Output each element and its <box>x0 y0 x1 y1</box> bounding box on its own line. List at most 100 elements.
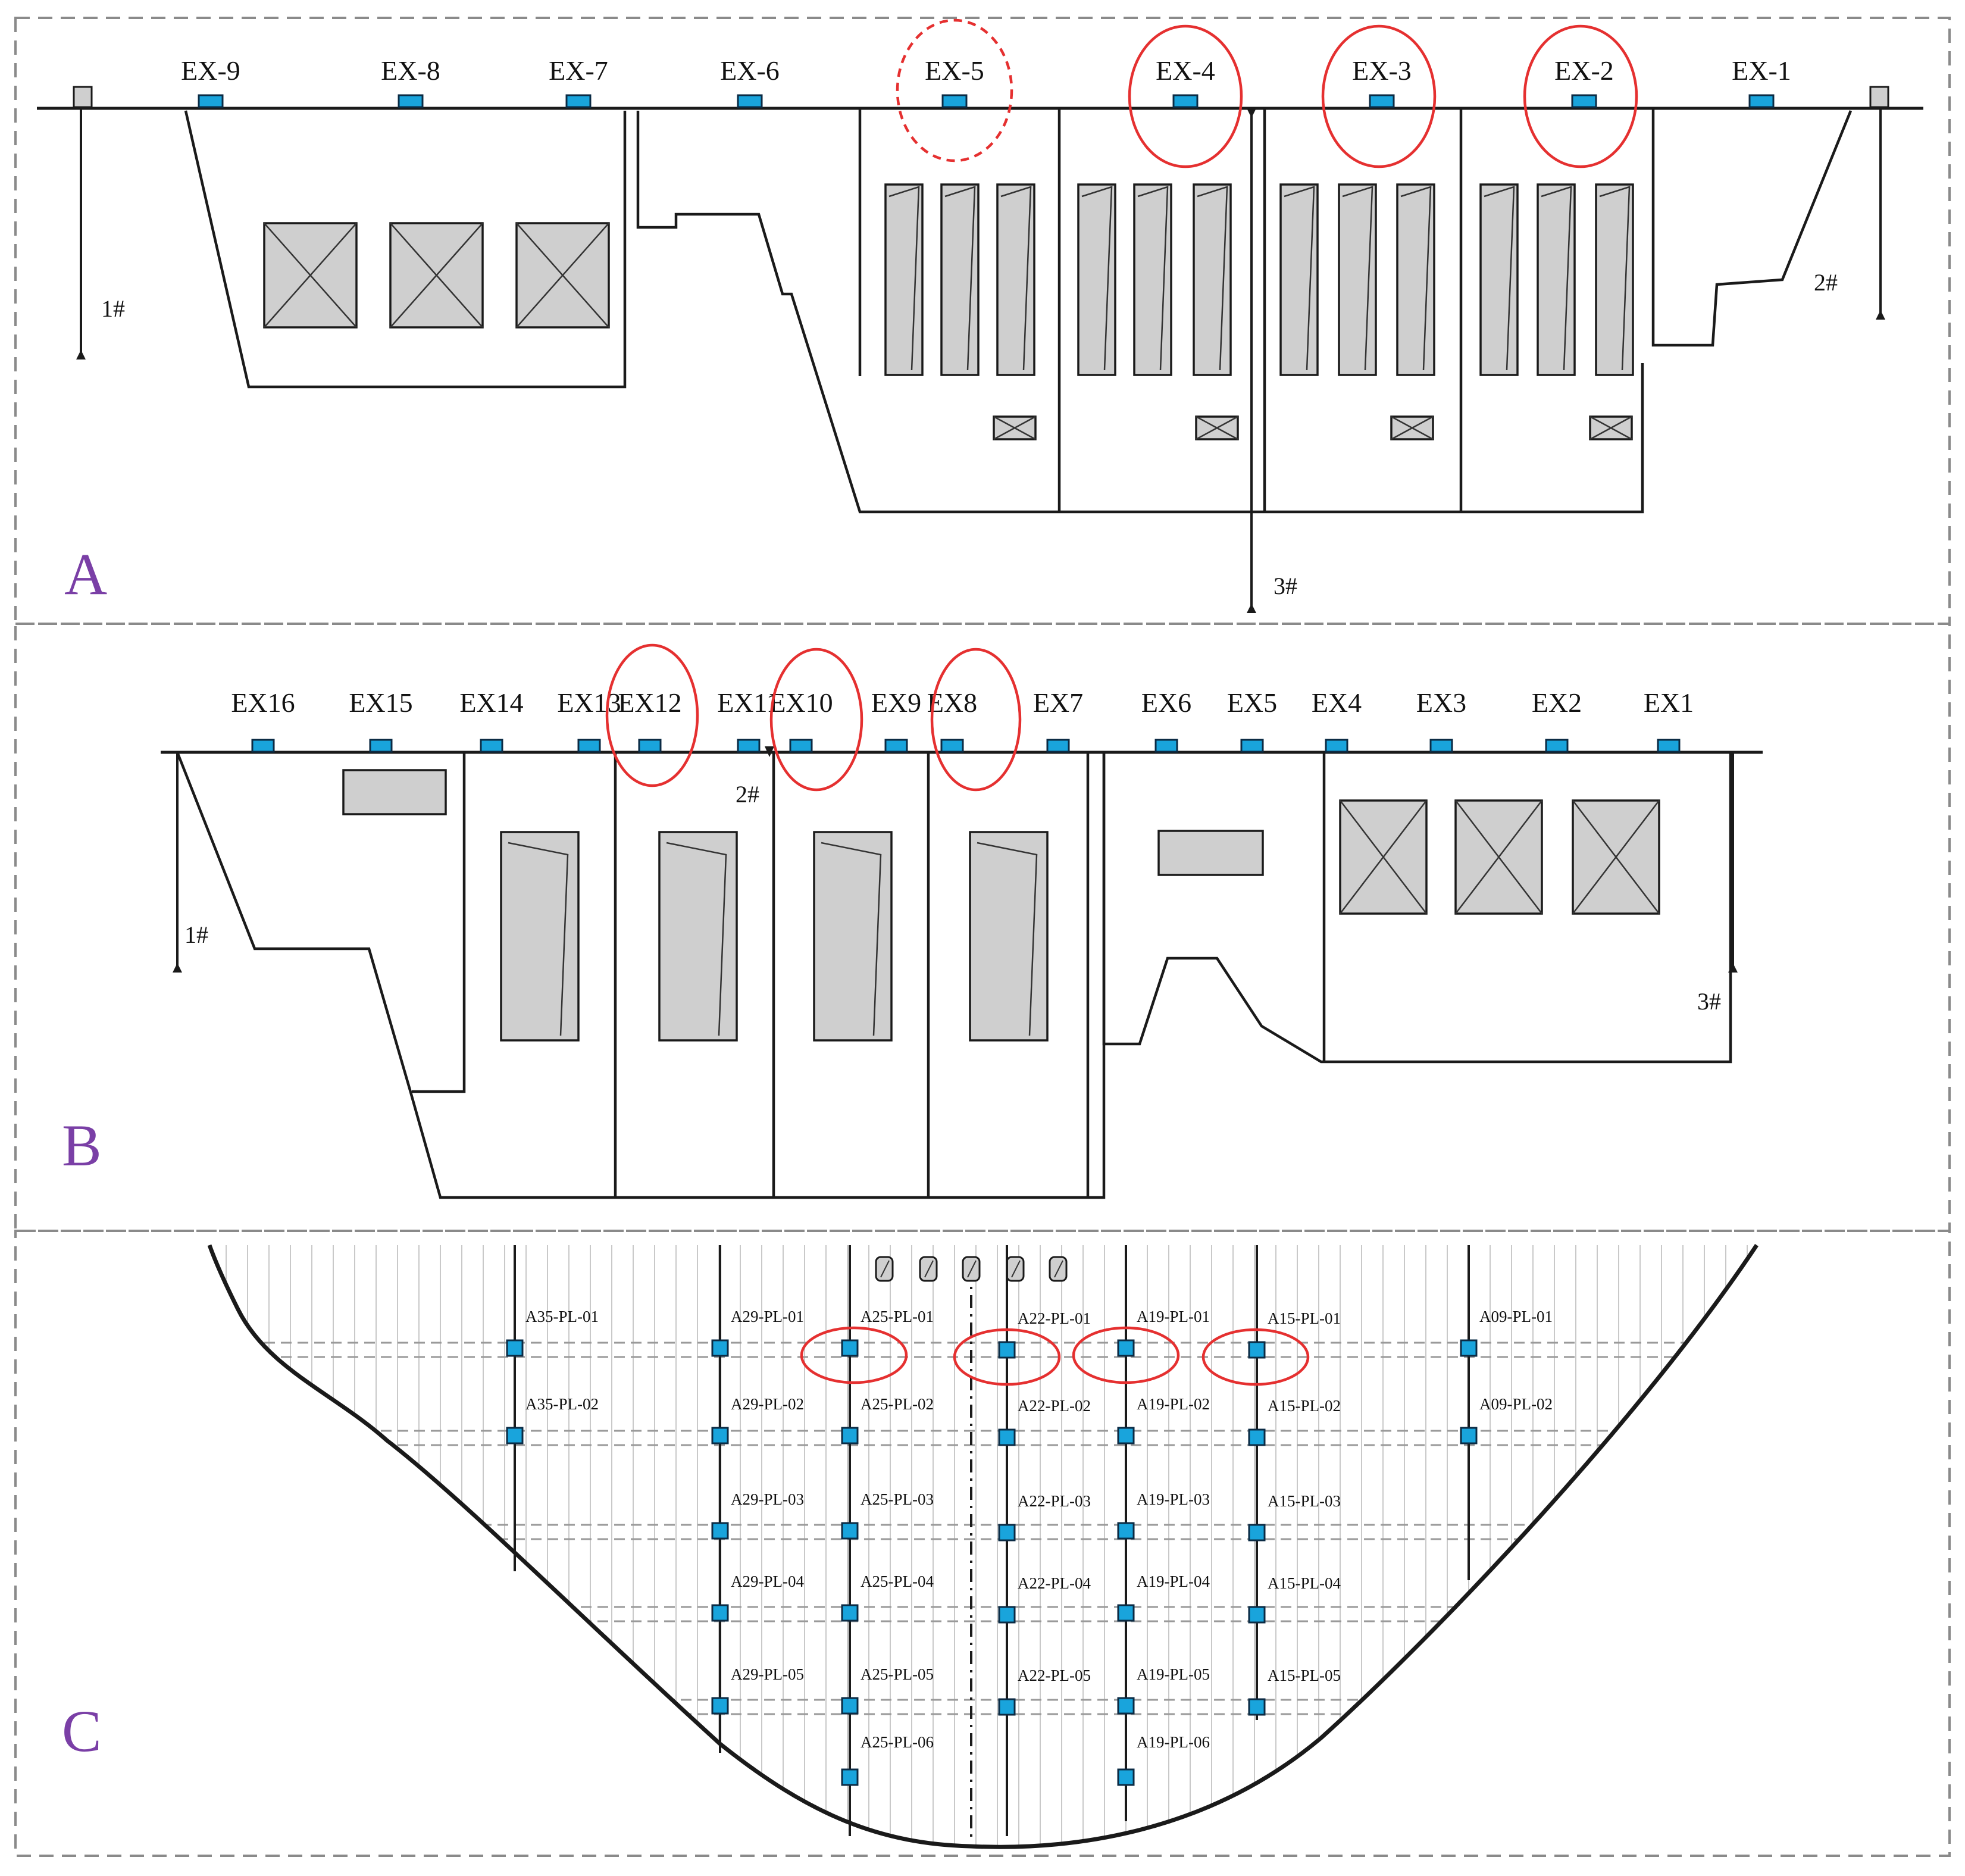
gate-a-8 <box>1338 183 1377 376</box>
sensor-ex-4 <box>1172 94 1199 108</box>
panel-c-letter: C <box>62 1698 102 1764</box>
label-a15-pl-04: A15-PL-04 <box>1268 1574 1341 1592</box>
label-a19-pl-01: A19-PL-01 <box>1137 1308 1210 1325</box>
panel-a-extensometers <box>198 94 1775 108</box>
sensor-a25-pl-02 <box>841 1427 859 1444</box>
gate-a-7 <box>1279 183 1319 376</box>
panel-b-extensometers <box>251 739 1681 753</box>
sensor-ex-3 <box>1369 94 1395 108</box>
label-ex13: EX13 <box>557 687 621 718</box>
sensor-a15-pl-04 <box>1248 1606 1266 1624</box>
label-ex-1: EX-1 <box>1732 55 1791 86</box>
gate-a-12 <box>1595 183 1634 376</box>
label-a29-pl-03: A29-PL-03 <box>731 1490 804 1508</box>
label-ex16: EX16 <box>231 687 295 718</box>
highlight-a19-pl-01 <box>1072 1326 1180 1384</box>
panel-a-spillway-gates <box>884 183 1634 376</box>
gate-b-2 <box>658 831 738 1042</box>
label-a19-pl-04: A19-PL-04 <box>1137 1572 1210 1590</box>
label-ex-9: EX-9 <box>181 55 240 86</box>
sensor-a09-pl-01 <box>1460 1339 1478 1357</box>
plumb-line-a29: A29-PL-01A29-PL-02A29-PL-03A29-PL-04A29-… <box>711 1245 804 1753</box>
gate-a-9 <box>1396 183 1435 376</box>
label-a25-pl-01: A25-PL-01 <box>861 1308 934 1325</box>
sensor-ex-7 <box>565 94 592 108</box>
gate-a-8-leaf <box>1342 186 1373 371</box>
sensor-ex14 <box>480 739 503 753</box>
sensor-ex7 <box>1046 739 1070 753</box>
pendulum-b-1: 1# <box>184 921 208 948</box>
sensor-a22-pl-03 <box>998 1524 1016 1542</box>
gate-a-2-leaf <box>944 186 976 371</box>
label-ex-6: EX-6 <box>720 55 780 86</box>
label-a19-pl-03: A19-PL-03 <box>1137 1490 1210 1508</box>
label-ex6: EX6 <box>1141 687 1191 718</box>
label-a15-pl-02: A15-PL-02 <box>1268 1397 1341 1415</box>
sensor-a29-pl-04 <box>711 1604 729 1622</box>
label-a15-pl-05: A15-PL-05 <box>1268 1666 1341 1684</box>
label-a19-pl-02: A19-PL-02 <box>1137 1395 1210 1413</box>
sensor-ex3 <box>1429 739 1453 753</box>
sensor-a25-pl-04 <box>841 1604 859 1622</box>
label-a09-pl-01: A09-PL-01 <box>1479 1308 1553 1325</box>
label-ex1: EX1 <box>1644 687 1694 718</box>
sensor-a09-pl-02 <box>1460 1427 1478 1444</box>
sensor-ex5 <box>1240 739 1264 753</box>
sensor-ex16 <box>251 739 275 753</box>
highlight-ex10 <box>769 648 863 792</box>
pendulum-a-2: 2# <box>1814 269 1838 296</box>
gate-b-1 <box>500 831 580 1042</box>
sensor-ex-9 <box>198 94 224 108</box>
gate-a-6 <box>1193 183 1232 376</box>
gate-a-3 <box>996 183 1035 376</box>
label-a35-pl-02: A35-PL-02 <box>525 1395 599 1413</box>
label-ex-7: EX-7 <box>549 55 608 86</box>
plumb-line-a15: A15-PL-01A15-PL-02A15-PL-03A15-PL-04A15-… <box>1248 1245 1341 1720</box>
label-a19-pl-05: A19-PL-05 <box>1137 1665 1210 1683</box>
highlight-a25-pl-01 <box>800 1326 908 1384</box>
gate-b-4-leaf <box>977 842 1038 1036</box>
gate-a-11-leaf <box>1541 186 1572 371</box>
label-a19-pl-06: A19-PL-06 <box>1137 1733 1210 1751</box>
label-a22-pl-01: A22-PL-01 <box>1018 1309 1091 1327</box>
label-a29-pl-01: A29-PL-01 <box>731 1308 804 1325</box>
label-ex15: EX15 <box>349 687 412 718</box>
panel-b-outlet-gates <box>1339 799 1660 915</box>
label-ex12: EX12 <box>618 687 681 718</box>
highlight-ex12 <box>605 643 699 787</box>
sensor-ex4 <box>1325 739 1348 753</box>
sensor-ex12 <box>638 739 662 753</box>
panel-a-frame <box>14 17 1951 625</box>
gate-head-1-leaf <box>880 1260 890 1278</box>
sensor-a35-pl-02 <box>506 1427 524 1444</box>
gate-a-1-leaf <box>888 186 920 371</box>
label-a22-pl-02: A22-PL-02 <box>1018 1397 1091 1415</box>
panel-a-pendulums: 1# 2# 3# <box>73 86 1889 613</box>
panel-a-small-galleries <box>993 415 1633 440</box>
gate-b-4 <box>969 831 1049 1042</box>
panel-a-highlights <box>896 18 1638 168</box>
sensor-a22-pl-01 <box>998 1341 1016 1359</box>
panel-c-valley-profile <box>207 1244 1759 1849</box>
label-a35-pl-01: A35-PL-01 <box>525 1308 599 1325</box>
gate-a-1 <box>884 183 924 376</box>
gate-a-4 <box>1077 183 1116 376</box>
panel-b-dam-outline <box>176 752 1732 1199</box>
label-a29-pl-05: A29-PL-05 <box>731 1665 804 1683</box>
pendulum-a-3: 3# <box>1274 573 1297 599</box>
sensor-a25-pl-03 <box>841 1522 859 1540</box>
gate-a-10 <box>1479 183 1519 376</box>
sensor-a15-pl-05 <box>1248 1698 1266 1716</box>
gate-a-4-leaf <box>1081 186 1113 371</box>
gate-head-5-leaf <box>1054 1260 1063 1278</box>
gate-b-3 <box>813 831 893 1042</box>
sensor-a35-pl-01 <box>506 1339 524 1357</box>
label-a25-pl-06: A25-PL-06 <box>861 1733 934 1751</box>
label-ex-4: EX-4 <box>1156 55 1215 86</box>
panel-c-highlights <box>800 1326 1310 1386</box>
sensor-a19-pl-02 <box>1117 1427 1135 1444</box>
panel-b-pendulums: 1# 2# 3# <box>173 746 1738 1015</box>
